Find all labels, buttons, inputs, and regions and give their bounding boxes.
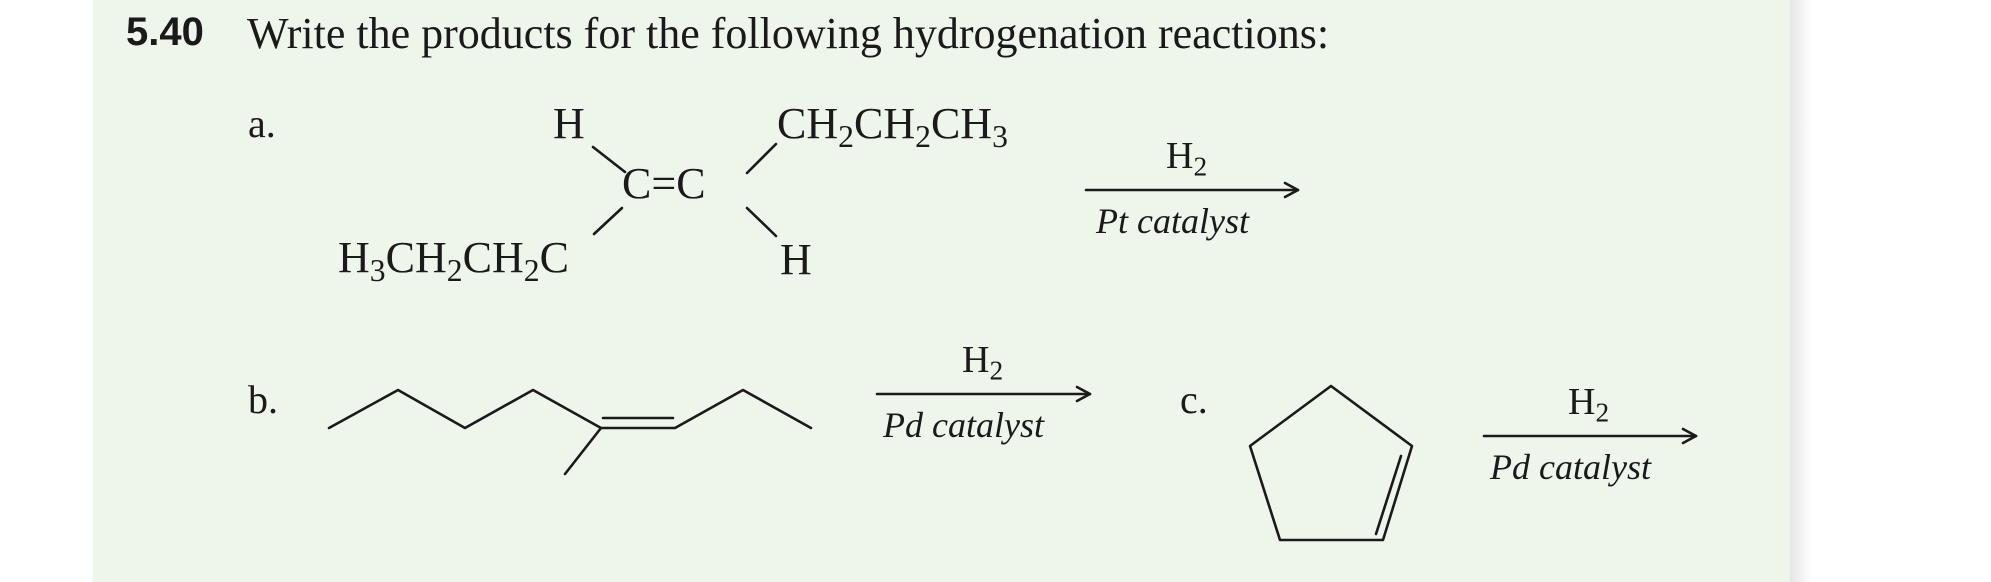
problem-statement: Write the products for the following hyd… — [247, 9, 1330, 58]
part-b-methyl-branch — [563, 426, 603, 476]
part-b-arrowhead-icon — [1075, 385, 1092, 403]
part-c-cyclopentene-ring — [1248, 384, 1414, 542]
part-a-bond-bottom-left — [592, 206, 624, 236]
part-a-alkene-carbons: C=C — [622, 159, 706, 208]
panel-shadow — [1790, 0, 1812, 582]
part-a-bottom-left-substituent: H3CH2CH2C — [338, 233, 569, 288]
part-a-top-right-substituent: CH2CH2CH3 — [777, 99, 1008, 154]
part-c-arrowhead-icon — [1681, 427, 1698, 445]
part-c-reagent: H2 — [1568, 381, 1610, 428]
problem-panel — [93, 0, 1790, 582]
part-a-label: a. — [248, 101, 276, 146]
problem-number: 5.40 — [126, 10, 204, 54]
part-b-label: b. — [248, 377, 278, 422]
part-a-arrowhead-icon — [1283, 181, 1300, 199]
part-a-bond-h-bottom — [745, 206, 778, 238]
part-c-double-bond-inner — [1374, 454, 1403, 536]
part-c-condition: Pd catalyst — [1490, 447, 1651, 487]
part-a-reagent: H2 — [1166, 135, 1208, 182]
part-a-top-hydrogen: H — [553, 99, 585, 148]
part-a-condition: Pt catalyst — [1096, 201, 1249, 241]
part-b-condition: Pd catalyst — [883, 405, 1044, 445]
part-a-bond-h-top — [591, 145, 627, 174]
part-b-skeletal-chain — [327, 388, 813, 430]
part-a-bottom-hydrogen: H — [780, 235, 812, 284]
part-a-bond-top-right — [745, 142, 778, 175]
part-b-reagent: H2 — [962, 339, 1004, 386]
part-c-label: c. — [1180, 377, 1208, 422]
